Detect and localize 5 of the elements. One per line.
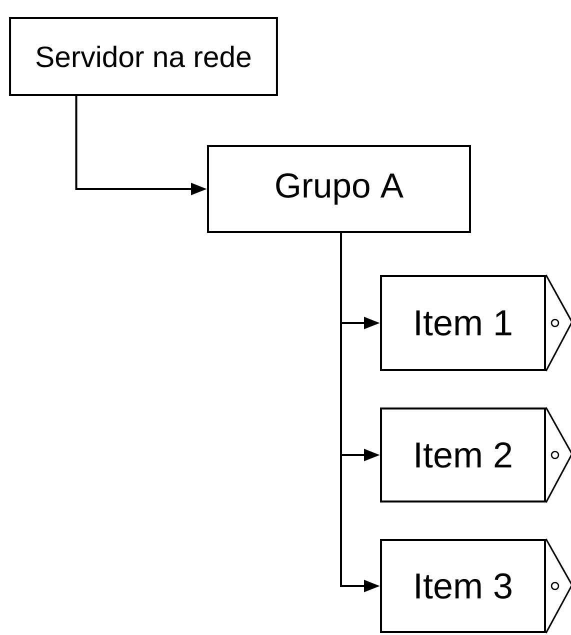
process-box: Grupo A <box>207 145 471 233</box>
process-box: Servidor na rede <box>9 16 278 96</box>
tag-box: Item 3 <box>380 538 571 634</box>
tag-box: Item 2 <box>380 407 571 503</box>
tag-box: Item 1 <box>380 274 571 372</box>
